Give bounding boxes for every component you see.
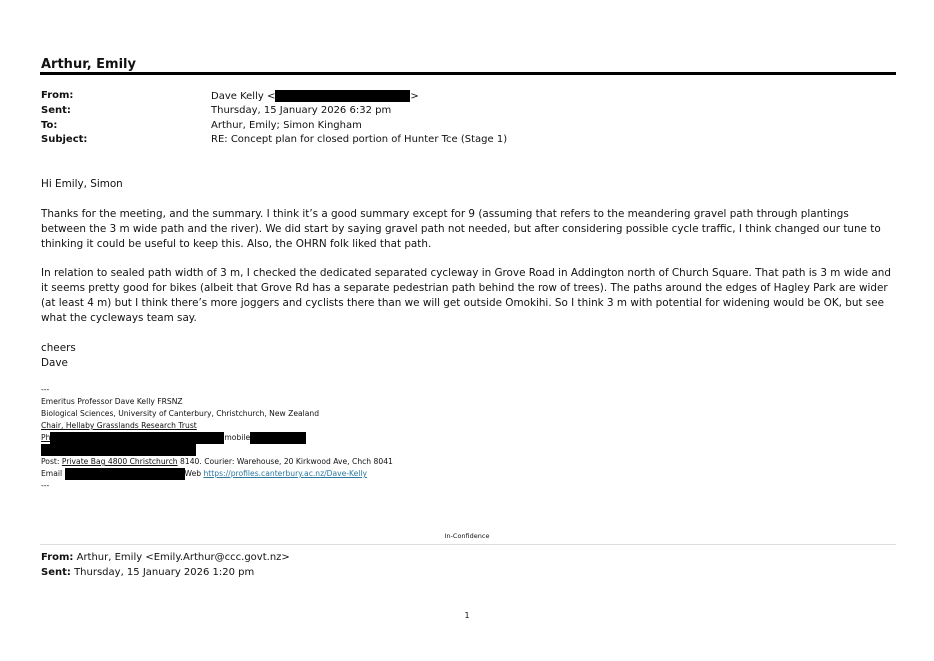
from-value: Dave Kelly < > <box>211 90 419 102</box>
from-label: From: <box>41 90 74 101</box>
prev-from-value: Arthur, Emily <Emily.Arthur@ccc.govt.nz> <box>73 552 290 563</box>
classification-label: In-Confidence <box>444 532 490 540</box>
sent-label: Sent: <box>41 105 71 116</box>
ph-label: Ph <box>41 433 51 442</box>
to-value: Arthur, Emily; Simon Kingham <box>211 120 362 131</box>
to-label: To: <box>41 120 58 131</box>
paragraph-2: In relation to sealed path width of 3 m,… <box>41 267 891 324</box>
prev-sent-label: Sent: <box>41 567 71 578</box>
post-label: Post: <box>41 457 62 466</box>
paragraph-1: Thanks for the meeting, and the summary.… <box>41 208 881 250</box>
sig-phone-cont <box>41 444 641 456</box>
from-end: > <box>410 91 419 102</box>
mobile-label: mobile <box>224 433 251 442</box>
prev-from-label: From: <box>41 552 74 563</box>
prev-sent: Sent: Thursday, 15 January 2026 1:20 pm <box>41 567 254 578</box>
redaction <box>250 432 307 444</box>
sig-post: Post: Private Bag 4800 Christchurch 8140… <box>41 456 641 468</box>
footer-divider <box>40 544 896 545</box>
sig-email: Email Web https://profiles.canterbury.ac… <box>41 468 641 480</box>
redaction <box>41 444 196 456</box>
redaction <box>50 432 225 444</box>
post-address: Private Bag 4800 Christchurch <box>61 457 178 466</box>
email-label: Email <box>41 469 63 478</box>
signature: --- Emeritus Professor Dave Kelly FRSNZ … <box>41 384 641 492</box>
prev-sent-value: Thursday, 15 January 2026 1:20 pm <box>70 567 255 578</box>
subject-label: Subject: <box>41 134 88 145</box>
title-divider <box>40 72 896 75</box>
redaction <box>64 468 185 480</box>
closing: cheers <box>41 342 76 354</box>
sig-chair: Chair, Hellaby Grasslands Research Trust <box>41 421 197 430</box>
web-label: Web <box>184 469 204 478</box>
page-number: 1 <box>464 611 470 620</box>
page-title: Arthur, Emily <box>41 57 136 72</box>
sig-phone: Ph mobile <box>41 432 641 444</box>
redaction <box>275 90 411 102</box>
profile-link[interactable]: https://profiles.canterbury.ac.nz/Dave-K… <box>203 469 368 478</box>
from-name: Dave Kelly < <box>211 91 276 102</box>
greeting: Hi Emily, Simon <box>41 178 123 190</box>
sig-affiliation: Biological Sciences, University of Cante… <box>41 409 320 418</box>
sig-dash-end: --- <box>41 481 50 490</box>
sent-value: Thursday, 15 January 2026 6:32 pm <box>211 105 392 116</box>
prev-from: From: Arthur, Emily <Emily.Arthur@ccc.go… <box>41 552 290 563</box>
subject-value: RE: Concept plan for closed portion of H… <box>211 134 508 145</box>
sig-title: Emeritus Professor Dave Kelly FRSNZ <box>41 397 183 406</box>
sender-name: Dave <box>41 357 68 369</box>
sig-dash: --- <box>41 385 50 394</box>
post-rest: 8140. Courier: Warehouse, 20 Kirkwood Av… <box>177 457 393 466</box>
